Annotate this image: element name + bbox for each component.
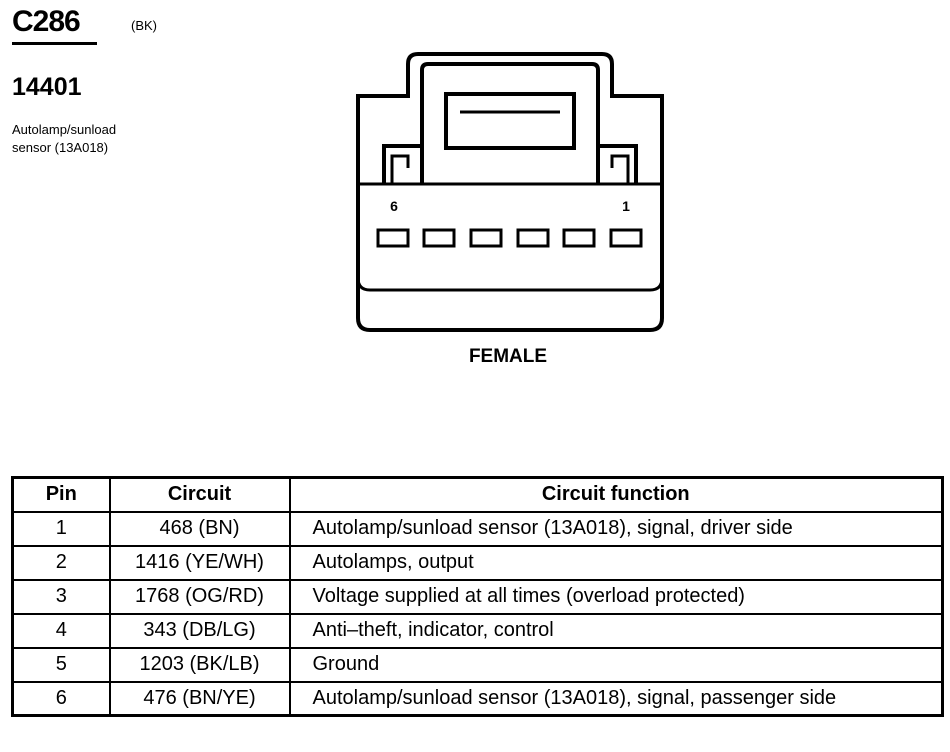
pin-label-6: 6	[390, 198, 398, 214]
description-line-1: Autolamp/sunload	[12, 122, 117, 137]
cell-circuit: 343 (DB/LG)	[108, 612, 291, 649]
latch-window	[444, 92, 576, 150]
title-underline	[12, 42, 97, 45]
connector-description: Autolamp/sunload sensor (13A018)	[12, 121, 202, 157]
left-lock-tab-inner	[390, 154, 410, 184]
table-header-row: Pin Circuit Circuit function	[11, 476, 944, 513]
cell-function: Ground	[288, 646, 944, 683]
cell-function: Voltage supplied at all times (overload …	[288, 578, 944, 615]
connector-id: C286	[12, 5, 81, 38]
pin-cavity-4	[469, 228, 503, 248]
cell-circuit: 1203 (BK/LB)	[108, 646, 291, 683]
pin-cavity-5	[422, 228, 456, 248]
left-lock-tab	[382, 144, 424, 184]
table-row: 5 1203 (BK/LB) Ground	[11, 646, 944, 683]
cell-pin: 3	[11, 578, 111, 615]
cell-circuit: 1768 (OG/RD)	[108, 578, 291, 615]
table-row: 6 476 (BN/YE) Autolamp/sunload sensor (1…	[11, 680, 944, 717]
cell-function: Autolamp/sunload sensor (13A018), signal…	[288, 680, 944, 717]
connector-color-code: (BK)	[131, 18, 157, 33]
connector-housing-outline	[356, 52, 664, 332]
right-lock-tab-inner	[610, 154, 630, 184]
header-pin: Pin	[11, 476, 111, 513]
cell-pin: 2	[11, 544, 111, 581]
cell-pin: 1	[11, 510, 111, 547]
header-circuit-function: Circuit function	[288, 476, 944, 513]
connector-face-diagram: 6 1	[356, 52, 664, 332]
table-row: 3 1768 (OG/RD) Voltage supplied at all t…	[11, 578, 944, 615]
cell-circuit: 468 (BN)	[108, 510, 291, 547]
cell-pin: 6	[11, 680, 111, 717]
latch-inner-outline	[420, 62, 600, 144]
housing-lower-rim	[356, 277, 664, 292]
cell-pin: 5	[11, 646, 111, 683]
cell-function: Anti–theft, indicator, control	[288, 612, 944, 649]
table-row: 2 1416 (YE/WH) Autolamps, output	[11, 544, 944, 581]
cell-pin: 4	[11, 612, 111, 649]
cell-function: Autolamps, output	[288, 544, 944, 581]
pin-label-1: 1	[622, 198, 630, 214]
connector-gender-label: FEMALE	[468, 346, 548, 367]
pin-cavity-3	[516, 228, 550, 248]
right-lock-tab	[596, 144, 638, 184]
pin-cavity-1	[609, 228, 643, 248]
pin-cavity-6	[376, 228, 410, 248]
cell-circuit: 1416 (YE/WH)	[108, 544, 291, 581]
part-number: 14401	[12, 73, 82, 101]
cell-circuit: 476 (BN/YE)	[108, 680, 291, 717]
pinout-table: Pin Circuit Circuit function 1 468 (BN) …	[11, 476, 944, 717]
description-line-2: sensor (13A018)	[12, 140, 109, 155]
pin-cavity-2	[562, 228, 596, 248]
table-row: 1 468 (BN) Autolamp/sunload sensor (13A0…	[11, 510, 944, 547]
header-circuit: Circuit	[108, 476, 291, 513]
cell-function: Autolamp/sunload sensor (13A018), signal…	[288, 510, 944, 547]
table-row: 4 343 (DB/LG) Anti–theft, indicator, con…	[11, 612, 944, 649]
